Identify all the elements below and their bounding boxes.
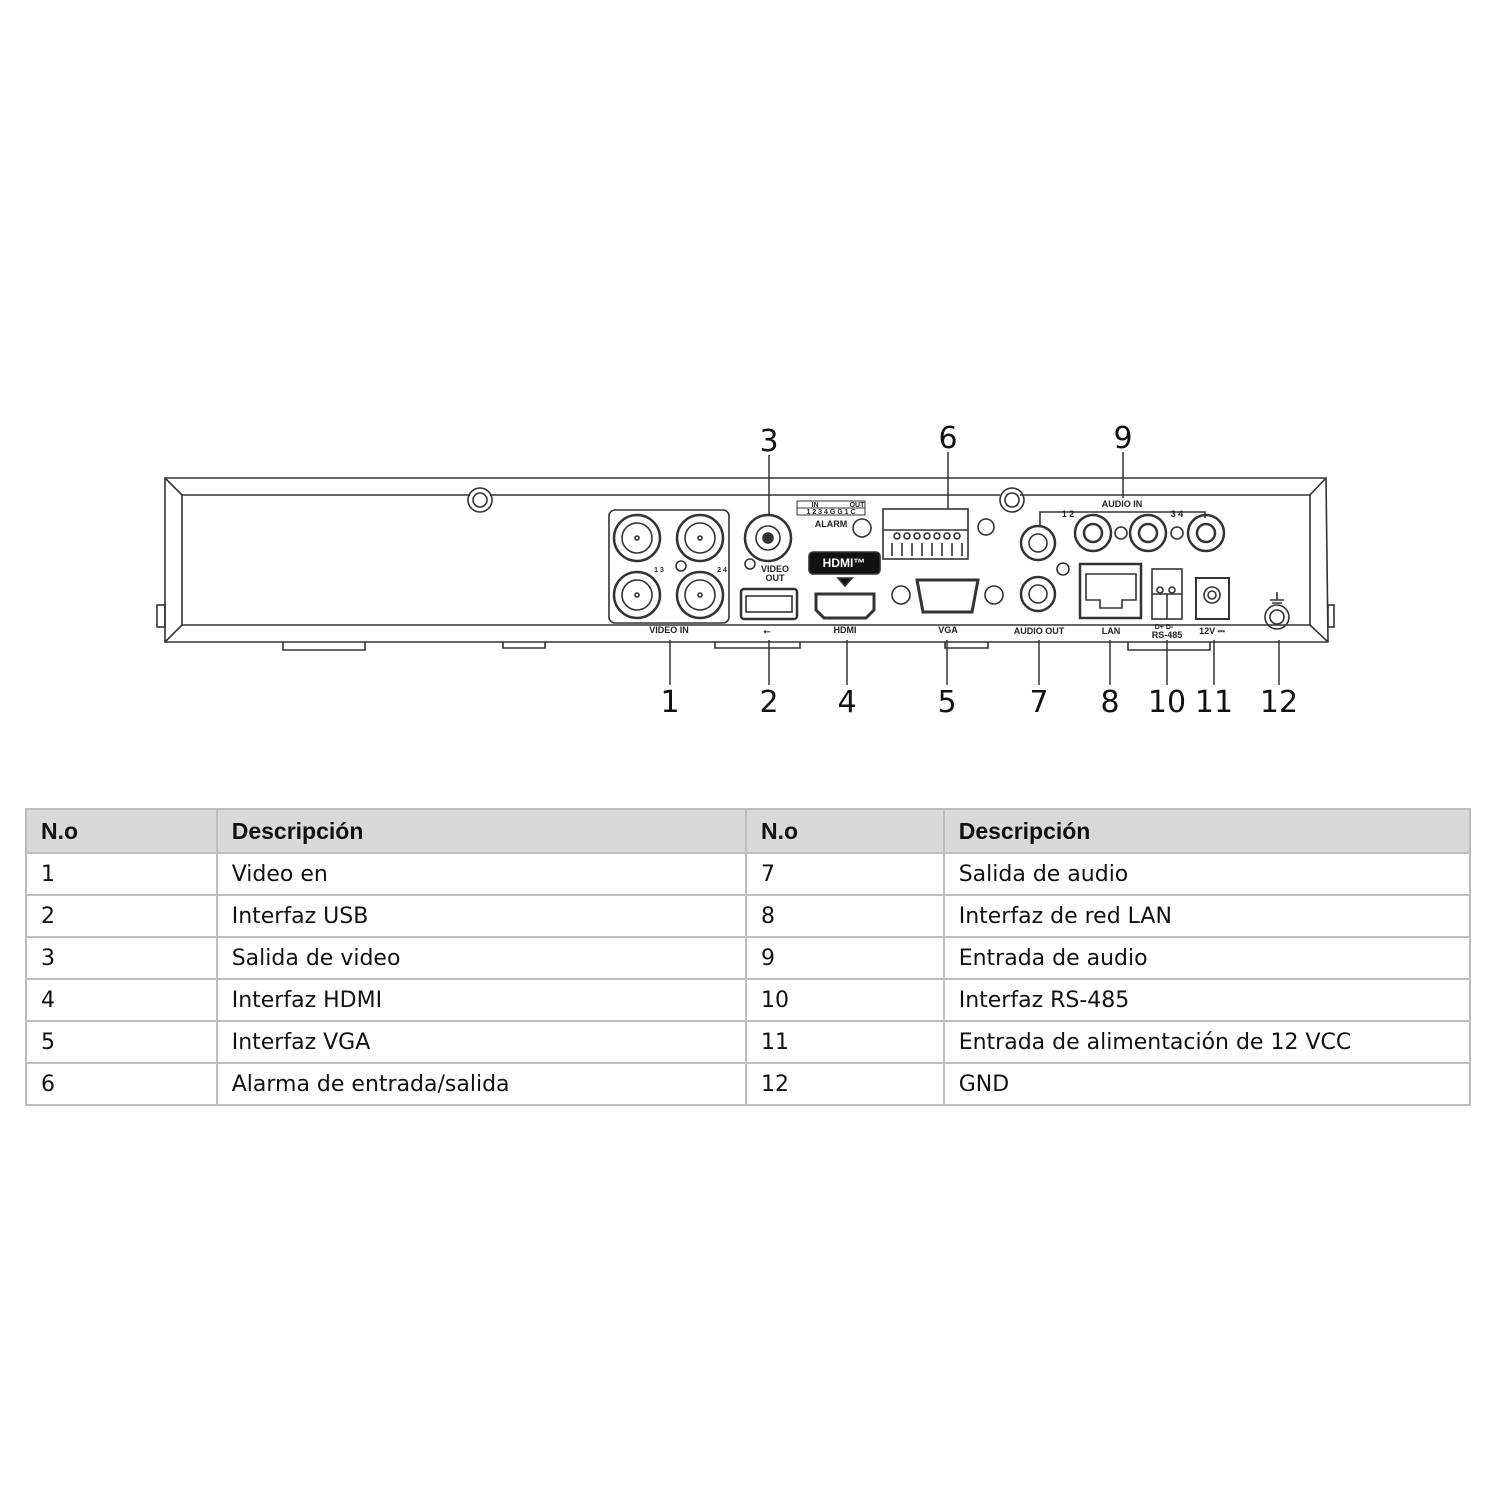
audio-in-label: AUDIO IN (1102, 499, 1143, 509)
rs485-label: RS-485 (1152, 630, 1183, 640)
vga-port-icon (891, 578, 1004, 614)
header-number: N.o (25, 808, 218, 854)
screw-icon (999, 487, 1025, 513)
port-number-cell: 2 (25, 894, 218, 938)
port-description-cell: Salida de audio (942, 852, 1472, 896)
callout-4: 4 (837, 685, 856, 720)
port-description-cell: Video en (215, 852, 748, 896)
callout-7: 7 (1029, 685, 1048, 720)
port-number-cell: 4 (25, 978, 218, 1022)
lan-label: LAN (1102, 626, 1121, 636)
screw-icon (467, 487, 493, 513)
callout-9: 9 (1113, 421, 1132, 456)
callout-lines (669, 452, 1280, 685)
port-number-cell: 3 (25, 936, 218, 980)
port-description-cell: Interfaz HDMI (215, 978, 748, 1022)
port-number-cell: 1 (25, 852, 218, 896)
port-description-cell: Interfaz VGA (215, 1020, 748, 1064)
hdmi-logo-text: HDMI™ (823, 556, 866, 570)
audio-out-label: AUDIO OUT (1014, 626, 1065, 636)
video-in-block (608, 509, 730, 624)
port-number-cell: 9 (745, 936, 945, 980)
rs485-terminal-icon (1151, 568, 1183, 620)
callout-1: 1 (660, 685, 679, 720)
video-out-label: VIDEO (761, 564, 789, 574)
port-number-cell: 8 (745, 894, 945, 938)
port-number-cell: 5 (25, 1020, 218, 1064)
port-number-cell: 10 (745, 978, 945, 1022)
port-description-cell: Interfaz RS-485 (942, 978, 1472, 1022)
video-out-connector-icon (743, 513, 793, 570)
alarm-label: ALARM (815, 519, 848, 529)
callout-2: 2 (759, 685, 778, 720)
ground-screw-icon (1264, 592, 1290, 630)
vga-label: VGA (938, 625, 958, 635)
header-description: Descripción (215, 808, 748, 854)
callout-3: 3 (759, 424, 778, 459)
hdmi-port-icon (814, 592, 876, 620)
audio-connector-icon (1019, 511, 1226, 613)
port-number-cell: 6 (25, 1062, 218, 1106)
channel-label: 1 3 (654, 567, 664, 574)
callout-6: 6 (938, 421, 957, 456)
usb-symbol: ⭠ (763, 626, 771, 636)
rear-panel-diagram: VIDEO IN 1 3 2 4 VIDEO OUT ⭠ IN OUT 1 2 … (156, 421, 1335, 720)
rs485-pins-label: D+ D- (1155, 624, 1174, 631)
port-description-cell: Entrada de alimentación de 12 VCC (942, 1020, 1472, 1064)
lan-port-icon (1078, 562, 1143, 620)
port-description-cell: Interfaz USB (215, 894, 748, 938)
hdmi-logo (808, 551, 881, 575)
usb-port-icon (739, 587, 799, 621)
callout-5: 5 (937, 685, 956, 720)
video-in-label: VIDEO IN (649, 625, 689, 635)
audio-in-channels-label: 1 2 (1062, 509, 1075, 519)
port-description-cell: Alarma de entrada/salida (215, 1062, 748, 1106)
callout-8: 8 (1100, 685, 1119, 720)
port-number-cell: 7 (745, 852, 945, 896)
audio-in-channels-label: 3 4 (1171, 509, 1184, 519)
channel-label: 2 4 (717, 567, 727, 574)
alarm-terminal-block (882, 508, 969, 560)
port-description-cell: Salida de video (215, 936, 748, 980)
port-description-cell: Entrada de audio (942, 936, 1472, 980)
header-description: Descripción (942, 808, 1472, 854)
power-label: 12V ⎓ (1199, 626, 1226, 636)
alarm-in-label: IN (812, 502, 819, 509)
port-number-cell: 12 (745, 1062, 945, 1106)
alarm-out-label: OUT (850, 502, 866, 509)
video-out-label: OUT (766, 573, 786, 583)
table-header-row: N.o Descripción N.o Descripción (25, 808, 1472, 854)
alarm-pins-label: 1 2 3 4 G G 1 C (806, 509, 855, 516)
callout-12: 12 (1260, 685, 1298, 720)
port-description-cell: Interfaz de red LAN (942, 894, 1472, 938)
bnc-connector-icon (612, 513, 725, 620)
power-jack-icon (1195, 577, 1230, 620)
port-description-cell: GND (942, 1062, 1472, 1106)
hdmi-label: HDMI (834, 625, 857, 635)
port-number-cell: 11 (745, 1020, 945, 1064)
header-number: N.o (745, 808, 945, 854)
callout-10: 10 (1148, 685, 1186, 720)
callout-11: 11 (1195, 685, 1233, 720)
